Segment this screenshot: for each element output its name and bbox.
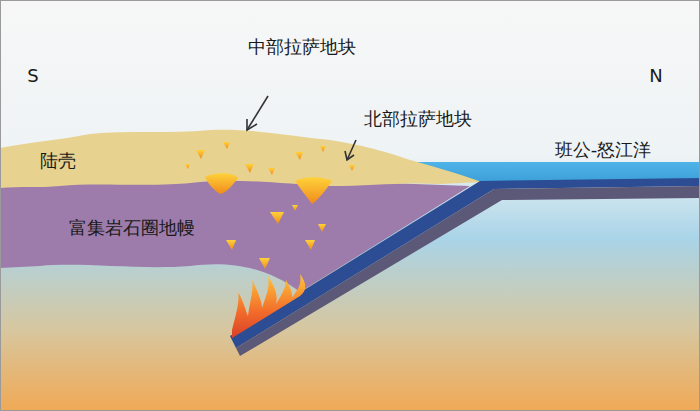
slab-top-layer — [230, 178, 700, 348]
direction-label: S — [27, 65, 38, 87]
block-name: 北部拉萨地块 — [364, 108, 472, 130]
direction-label: N — [649, 65, 662, 87]
crust-band: 陆壳 — [38, 149, 82, 173]
band-label: 富集岩石圈地幔 — [69, 217, 199, 239]
slab-lower-layer — [236, 186, 700, 356]
leader-arrows — [247, 96, 356, 160]
slab-melt — [232, 274, 305, 338]
ocean-name: 班公-怒江洋 — [555, 139, 652, 161]
magma-droplets — [185, 142, 355, 269]
continental-crust — [0, 130, 482, 188]
block-name: 中部拉萨地块 — [248, 36, 356, 58]
mantle-band: 富集岩石圈地幔 — [67, 216, 201, 240]
band-label: 陆壳 — [40, 150, 80, 172]
